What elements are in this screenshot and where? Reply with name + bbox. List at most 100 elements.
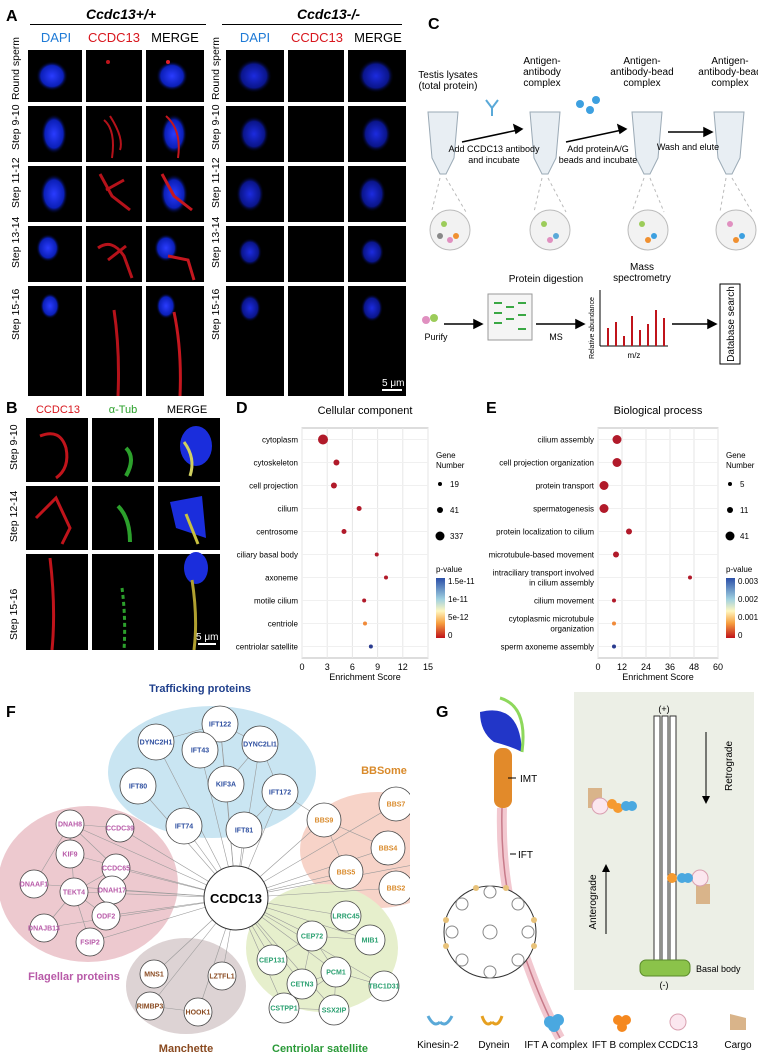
node-label: CCDC65 — [102, 866, 130, 873]
network-node — [286, 968, 318, 1000]
wt-images — [28, 50, 204, 396]
color-legend-label: 0.002 — [738, 595, 759, 604]
x-axis-label: Enrichment Score — [622, 672, 694, 682]
network-node — [183, 997, 213, 1027]
database-search-box — [719, 283, 741, 365]
col-header-dapi: DAPI — [40, 30, 72, 45]
plot-area — [301, 427, 429, 659]
x-tick-label: 24 — [641, 662, 651, 672]
x-tick-label: 36 — [665, 662, 675, 672]
category-label: microtubule-based movement — [489, 551, 595, 560]
network-node — [181, 731, 219, 769]
network-node — [330, 900, 362, 932]
db-text: Database search — [726, 286, 737, 362]
node-label: BBS4 — [379, 846, 398, 853]
col-header-atub: α-Tub — [108, 404, 138, 416]
network-node — [328, 854, 364, 890]
data-point — [612, 458, 622, 467]
category-label: cilium assembly — [538, 436, 594, 445]
node-label: IFT43 — [191, 748, 209, 755]
ms-yaxis: Relative abundance — [589, 297, 596, 359]
network-node — [354, 924, 386, 956]
category-label: cilium — [278, 505, 299, 514]
label-anterograde: Anterograde — [588, 874, 599, 929]
data-point — [613, 551, 619, 558]
data-point — [368, 644, 373, 649]
node-label: MNS1 — [144, 972, 164, 979]
ms-xaxis: m/z — [628, 351, 641, 360]
data-point — [626, 528, 632, 535]
label-minus: (-) — [660, 980, 669, 990]
network-node — [207, 961, 237, 991]
category-label: cytoplasm — [262, 436, 298, 445]
network-node — [139, 959, 169, 989]
data-point — [330, 482, 337, 489]
node-label: MIB1 — [362, 938, 379, 945]
scale-bar-label: 5 μm — [196, 632, 219, 643]
size-legend-label: 19 — [450, 480, 459, 489]
network-node — [225, 811, 263, 849]
x-tick-label: 60 — [713, 662, 723, 672]
node-label: DYNC2LI1 — [243, 742, 277, 749]
panel-b-micrographs — [26, 418, 220, 650]
digestion-title: Protein digestion — [509, 274, 584, 285]
legend-ccdc13: CCDC13 — [658, 1040, 698, 1051]
category-label: cell projection organization — [499, 459, 594, 468]
label-retrograde: Retrograde — [724, 741, 735, 791]
x-tick-label: 48 — [689, 662, 699, 672]
legend-ift-a: IFT A complex — [524, 1040, 587, 1051]
category-label: ciliary basal body — [237, 551, 298, 560]
col-header-dapi: DAPI — [239, 30, 271, 45]
network-node — [105, 813, 135, 843]
x-tick-label: 15 — [423, 662, 433, 672]
network-node — [55, 839, 85, 869]
x-tick-label: 3 — [325, 662, 330, 672]
node-label: CEP131 — [259, 958, 285, 965]
legend-cargo: Cargo — [724, 1040, 752, 1051]
x-tick-label: 0 — [595, 662, 600, 672]
category-label: cilium movement — [534, 597, 595, 606]
label-ift: IFT — [518, 850, 533, 861]
node-label: ODF2 — [97, 914, 116, 921]
node-label: KIF9 — [62, 852, 77, 859]
col-header-merge: MERGE — [354, 30, 402, 45]
network-node — [137, 723, 175, 761]
divider — [30, 24, 206, 25]
data-point — [363, 621, 367, 626]
category-label: sperm axoneme assembly — [501, 643, 594, 652]
network-node — [261, 773, 299, 811]
size-legend-dot — [435, 531, 445, 541]
node-label: DNAH8 — [58, 822, 82, 829]
node-label: BBS7 — [387, 802, 406, 809]
panel-c-workflow: Testis lysates(total protein) Antigen-an… — [418, 56, 758, 365]
node-label: DNAH17 — [98, 888, 126, 895]
row-label: Step 11-12 — [10, 157, 22, 208]
data-point — [599, 504, 609, 513]
node-label: LZTFL1 — [209, 974, 234, 981]
data-point — [612, 435, 622, 444]
col-header-ccdc13: CCDC13 — [290, 30, 343, 45]
color-legend-title: p-value — [726, 565, 753, 574]
chart-title: Cellular component — [318, 405, 413, 417]
panel-label-a: A — [6, 8, 18, 25]
node-label: TEKT4 — [63, 890, 85, 897]
row-label: Step 15-16 — [10, 288, 22, 340]
genotype-ko: Ccdc13-/- — [297, 6, 361, 22]
row-label: Step 9-10 — [8, 424, 20, 470]
category-label: axoneme — [265, 574, 298, 583]
node-label: BBS2 — [387, 886, 406, 893]
node-label: IFT80 — [129, 784, 147, 791]
category-label: cell projection — [249, 482, 298, 491]
node-label: IFT81 — [235, 828, 253, 835]
x-axis-label: Enrichment Score — [329, 672, 401, 682]
node-label: CETN3 — [291, 982, 314, 989]
network-node — [119, 767, 157, 805]
size-legend-label: 41 — [450, 506, 459, 515]
data-point — [599, 481, 609, 490]
